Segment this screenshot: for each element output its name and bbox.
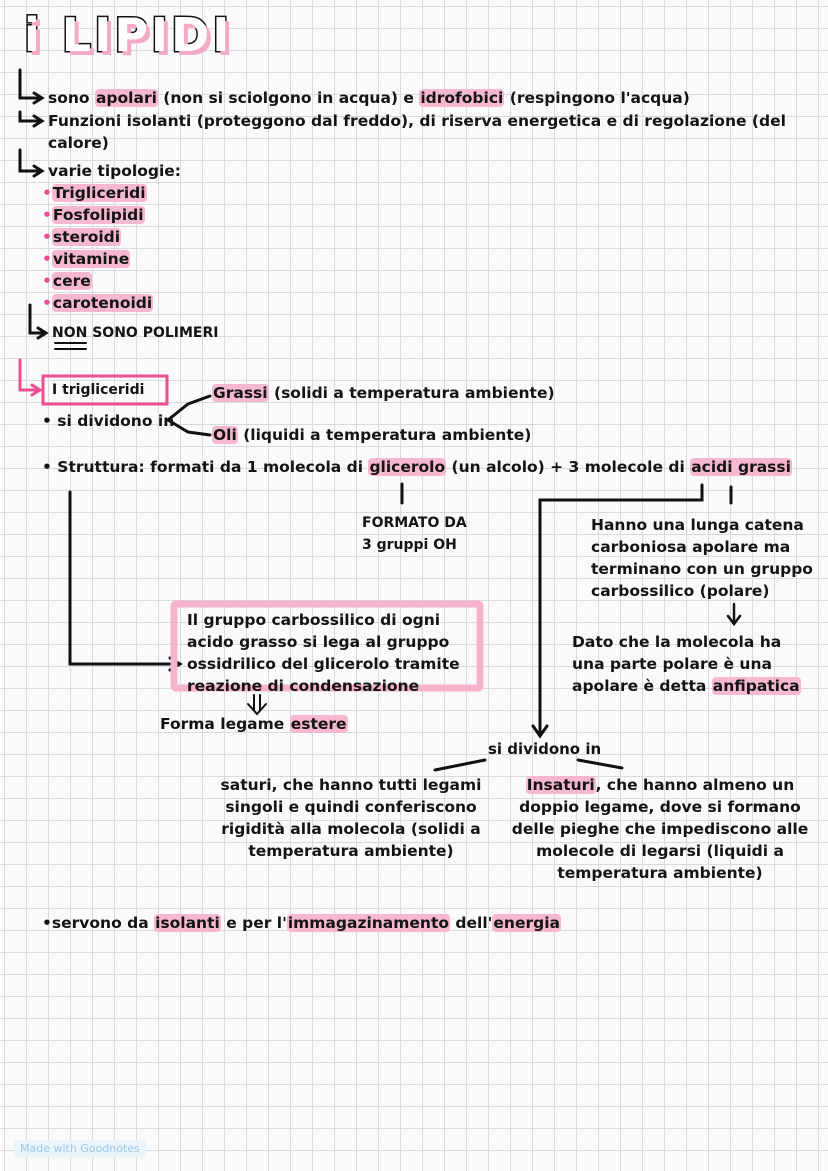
triglycerides-box-label: I trigliceridi <box>52 382 145 398</box>
bond-box-line: acido grasso si lega al gruppo <box>187 633 450 651</box>
type-item: •steroidi <box>42 228 122 246</box>
intro-line-3: varie tipologie: <box>48 162 181 180</box>
glycerol-note-2: 3 gruppi OH <box>362 537 457 553</box>
fatty-divide-label: si dividono in <box>488 740 602 758</box>
oils-line: Oli (liquidi a temperatura ambiente) <box>212 426 532 444</box>
unsaturated-block: Insaturi, che hanno almeno un doppio leg… <box>511 776 809 882</box>
type-item: •Fosfolipidi <box>42 206 145 224</box>
uses-line: •servono da isolanti e per l'immagazinam… <box>42 914 561 932</box>
highlight-apolari: apolari <box>94 89 158 107</box>
fatty-acid-note-1: Hanno una lunga catena <box>591 516 804 534</box>
divide-label: • si dividono in <box>42 412 175 430</box>
type-item: •Trigliceridi <box>42 184 147 202</box>
highlight-idrofobici: idrofobici <box>419 89 505 107</box>
intro-text: (respingono l'acqua) <box>504 89 690 107</box>
type-item: •carotenoidi <box>42 294 154 312</box>
fatty-acid-note-3: terminano con un gruppo <box>591 560 813 578</box>
intro-line-2b: calore) <box>48 134 109 152</box>
page-title: i LIPIDI <box>22 7 233 64</box>
bond-box-line: reazione di condensazione <box>187 677 420 695</box>
ester-line: Forma legame estere <box>160 715 348 733</box>
intro-text: (non si sciolgono in acqua) e <box>157 89 420 107</box>
bond-box-line: ossidrilico del glicerolo tramite <box>187 655 460 673</box>
bond-box-frame <box>170 600 484 692</box>
structure-line: • Struttura: formati da 1 molecola di gl… <box>42 458 792 476</box>
amphipathic-note-1: Dato che la molecola ha <box>572 633 782 651</box>
fatty-acid-note-2: carboniosa apolare ma <box>591 538 791 556</box>
not-polymers: NON SONO POLIMERI <box>52 325 219 341</box>
amphipathic-note-2: una parte polare è una <box>572 655 772 673</box>
amphipathic-note-3: apolare è detta anfipatica <box>572 677 801 695</box>
fatty-acid-note-4: carbossilico (polare) <box>591 582 770 600</box>
intro-line-2: Funzioni isolanti (proteggono dal freddo… <box>48 112 786 130</box>
intro-text: sono <box>48 89 95 107</box>
bond-box-line: Il gruppo carbossilico di ogni <box>187 611 441 629</box>
goodnotes-watermark: Made with Goodnotes <box>14 1140 146 1157</box>
type-item: •vitamine <box>42 250 131 268</box>
intro-line-1: sono apolari (non si sciolgono in acqua)… <box>48 87 690 109</box>
type-item: •cere <box>42 272 92 290</box>
fats-line: Grassi (solidi a temperatura ambiente) <box>212 384 555 402</box>
glycerol-note-1: FORMATO DA <box>362 515 467 531</box>
